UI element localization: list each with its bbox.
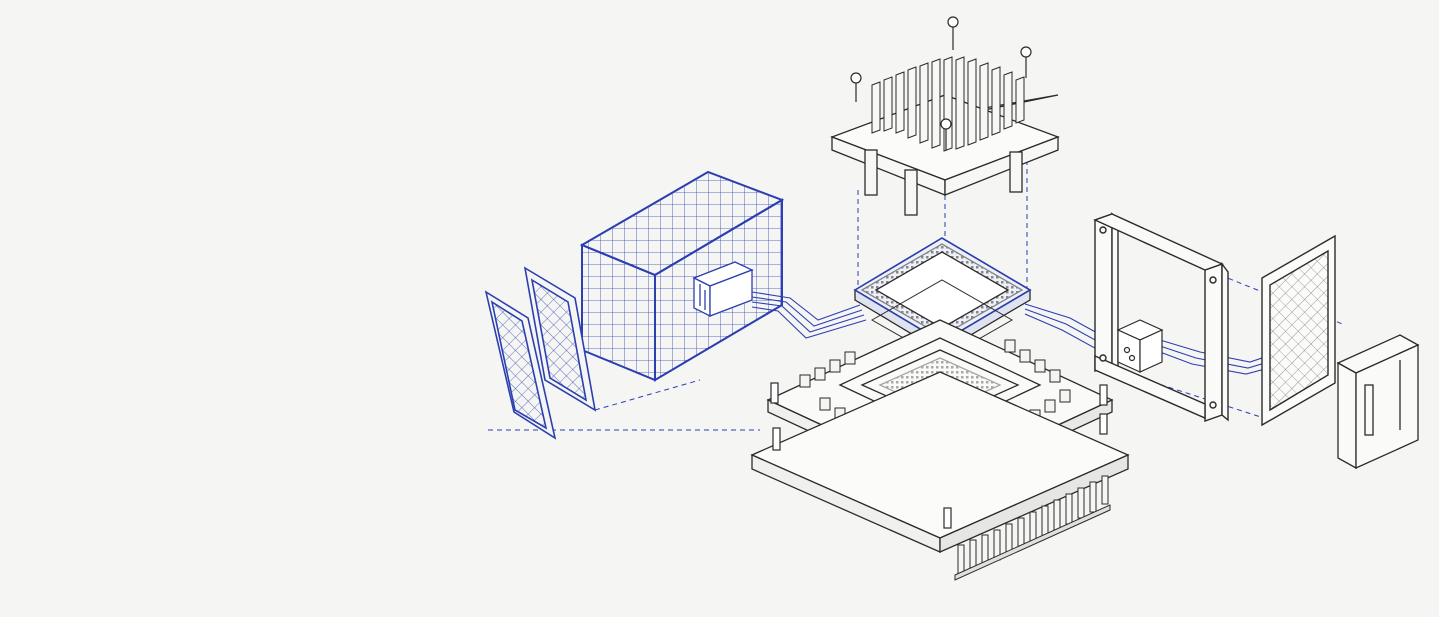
heatsink-fins — [871, 56, 1025, 152]
connector-block — [1116, 319, 1164, 373]
bottom-heatsink — [954, 475, 1111, 581]
connector-block-left — [692, 261, 754, 318]
rectangular-frame — [1093, 211, 1229, 422]
mesh-panels-left — [484, 266, 597, 440]
standoff-icon — [770, 382, 1108, 529]
screw-icon — [850, 16, 1032, 150]
base-plate — [750, 371, 1130, 553]
connector-module — [1336, 334, 1420, 470]
heatsink — [830, 16, 1060, 216]
mesh-panel-right — [1261, 234, 1336, 427]
